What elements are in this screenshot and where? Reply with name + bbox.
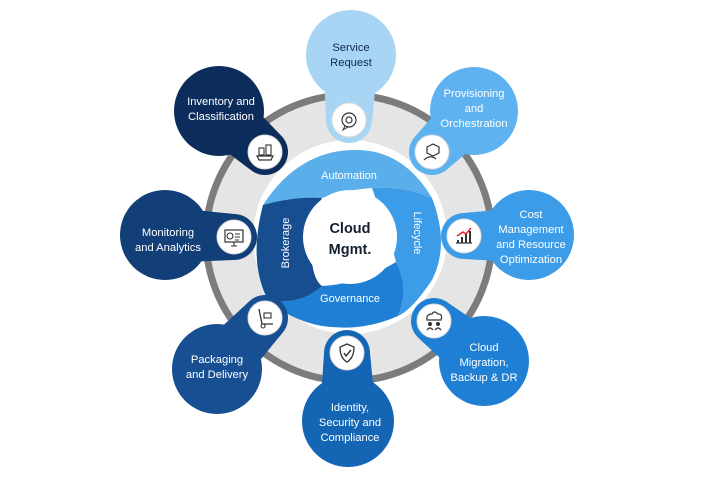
node-label-line: and Delivery [185,369,249,381]
node-label-line: Packaging [190,354,244,366]
node-label-line: and Analytics [135,242,201,254]
cloud-people-icon [426,311,443,331]
node-label-line: and [464,103,484,115]
node-label-line: Classification [188,111,254,123]
center-title-line-1: Cloud [329,221,371,237]
inner-segments [256,149,441,328]
icon-holder [446,218,482,254]
segment-label-brokerage: Brokerage [280,218,292,269]
node-inventory-classification [174,66,288,175]
node-bubble [306,10,396,100]
satellite-nodes [120,10,574,467]
node-packaging-delivery [172,295,288,414]
node-cloud-migration [411,298,529,406]
node-bubble [302,375,394,467]
node-label-line: Monitoring [141,227,195,239]
icon-holder [414,134,450,170]
node-provisioning [409,67,518,175]
node-label-line: Backup & DR [450,372,518,384]
node-label-line: Request [330,57,372,69]
center-disc [303,190,397,284]
node-label-line: and Resource [496,239,566,251]
center-title-line-2: Mgmt. [328,242,372,258]
node-label-line: Migration, [459,357,509,369]
node-label-packaging-delivery: Packaging and Delivery [161,353,273,383]
dashboard-monitor-icon [224,229,244,247]
node-label-line: Management [498,224,564,236]
node-label-monitoring-analytics: Monitoring and Analytics [112,226,224,256]
node-label-line: Inventory and [187,96,255,108]
node-label-line: Orchestration [440,118,508,130]
chart-up-icon [456,227,472,244]
icon-holder [331,102,367,138]
shield-check-icon [339,343,355,363]
hand-truck-icon [258,308,273,329]
icon-holder [216,219,252,255]
node-bubble [120,190,210,280]
node-bubble [172,324,262,414]
segment-label-governance: Governance [320,293,380,305]
node-bubble [430,67,518,155]
segment-label-automation: Automation [321,170,377,182]
segment-automation [263,149,432,205]
node-label-line: Provisioning [443,88,505,100]
node-label-line: Service [332,42,370,54]
center-title: Cloud Mgmt. [305,219,395,261]
node-label-line: Compliance [320,432,380,444]
icon-holder [416,303,452,339]
node-cost-management [441,190,574,280]
node-label-line: Identity, [330,402,370,414]
cube-hand-icon [423,143,440,161]
boxes-cart-icon [256,144,274,161]
icon-holder [247,134,283,170]
gear-chat-icon [341,112,357,132]
node-label-line: Cloud [469,342,499,354]
node-monitoring-analytics [120,190,257,280]
node-service-request [306,10,396,143]
node-label-line: Optimization [499,254,563,266]
segment-label-lifecycle: Lifecycle [411,212,423,255]
node-bubble [439,316,529,406]
node-label-line: Security and [318,417,382,429]
node-bubble [174,66,264,156]
node-identity-security [302,330,394,467]
node-label-line: Cost [519,209,543,221]
node-bubble [484,190,574,280]
icon-holder [329,335,365,371]
